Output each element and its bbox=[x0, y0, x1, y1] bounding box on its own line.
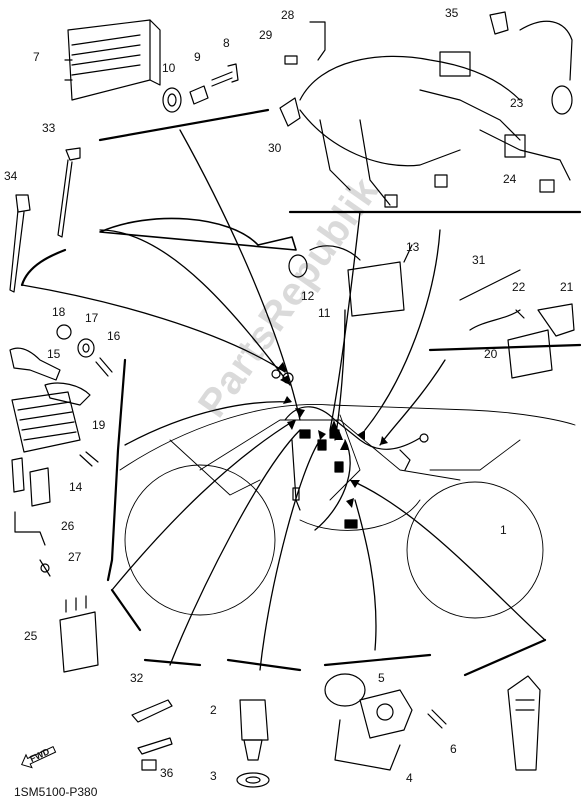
callout-25: 25 bbox=[24, 629, 38, 643]
ecu-unit bbox=[64, 19, 161, 101]
callout-24: 24 bbox=[503, 172, 517, 186]
central-cluster bbox=[271, 369, 429, 529]
rectifier-parts bbox=[9, 324, 113, 507]
relay-unit bbox=[59, 595, 99, 673]
callout-35: 35 bbox=[445, 6, 459, 20]
callout-13: 13 bbox=[406, 240, 420, 254]
callout-15: 15 bbox=[47, 347, 61, 361]
callout-22: 22 bbox=[512, 280, 526, 294]
ground-lead bbox=[14, 511, 51, 577]
callout-1: 1 bbox=[500, 523, 507, 537]
callout-23: 23 bbox=[510, 96, 524, 110]
callout-11: 11 bbox=[318, 306, 331, 320]
callout-28: 28 bbox=[281, 8, 295, 22]
callout-21: 21 bbox=[560, 280, 574, 294]
callout-8: 8 bbox=[223, 36, 230, 50]
callout-32: 32 bbox=[130, 671, 144, 685]
cable-ties bbox=[9, 147, 81, 293]
part-code: 1SM5100-P380 bbox=[14, 785, 98, 799]
callout-33: 33 bbox=[42, 121, 56, 135]
motorcycle-outline bbox=[119, 404, 576, 619]
small-clamps bbox=[131, 699, 173, 771]
callout-31: 31 bbox=[472, 253, 486, 267]
sensor-grommet bbox=[162, 63, 239, 113]
callout-26: 26 bbox=[61, 519, 75, 533]
fwd-arrow-icon: FWD bbox=[16, 740, 60, 773]
callout-17: 17 bbox=[85, 311, 99, 325]
callout-12: 12 bbox=[301, 289, 315, 303]
callout-19: 19 bbox=[92, 418, 106, 432]
callout-16: 16 bbox=[107, 329, 121, 343]
callout-9: 9 bbox=[194, 50, 201, 64]
callout-10: 10 bbox=[162, 61, 176, 75]
callout-27: 27 bbox=[68, 550, 82, 564]
callout-5: 5 bbox=[378, 671, 385, 685]
regulator-parts bbox=[459, 269, 575, 379]
group-brackets bbox=[20, 108, 581, 677]
callout-14: 14 bbox=[69, 480, 83, 494]
leader-lines bbox=[21, 129, 546, 671]
callout-29: 29 bbox=[259, 28, 273, 42]
callout-20: 20 bbox=[484, 347, 498, 361]
callout-30: 30 bbox=[268, 141, 282, 155]
pickup-coil bbox=[324, 673, 447, 771]
callout-3: 3 bbox=[210, 769, 217, 783]
main-wire-harness bbox=[279, 11, 573, 208]
callout-6: 6 bbox=[450, 742, 457, 756]
ignition-coil bbox=[288, 244, 413, 317]
callout-7: 7 bbox=[33, 50, 40, 64]
callout-2: 2 bbox=[210, 703, 217, 717]
callout-18: 18 bbox=[52, 305, 66, 319]
callout-4: 4 bbox=[406, 771, 413, 785]
callout-36: 36 bbox=[160, 766, 174, 780]
spark-plug-cap bbox=[507, 675, 541, 771]
neutral-switch bbox=[236, 699, 270, 788]
callout-34: 34 bbox=[4, 169, 18, 183]
